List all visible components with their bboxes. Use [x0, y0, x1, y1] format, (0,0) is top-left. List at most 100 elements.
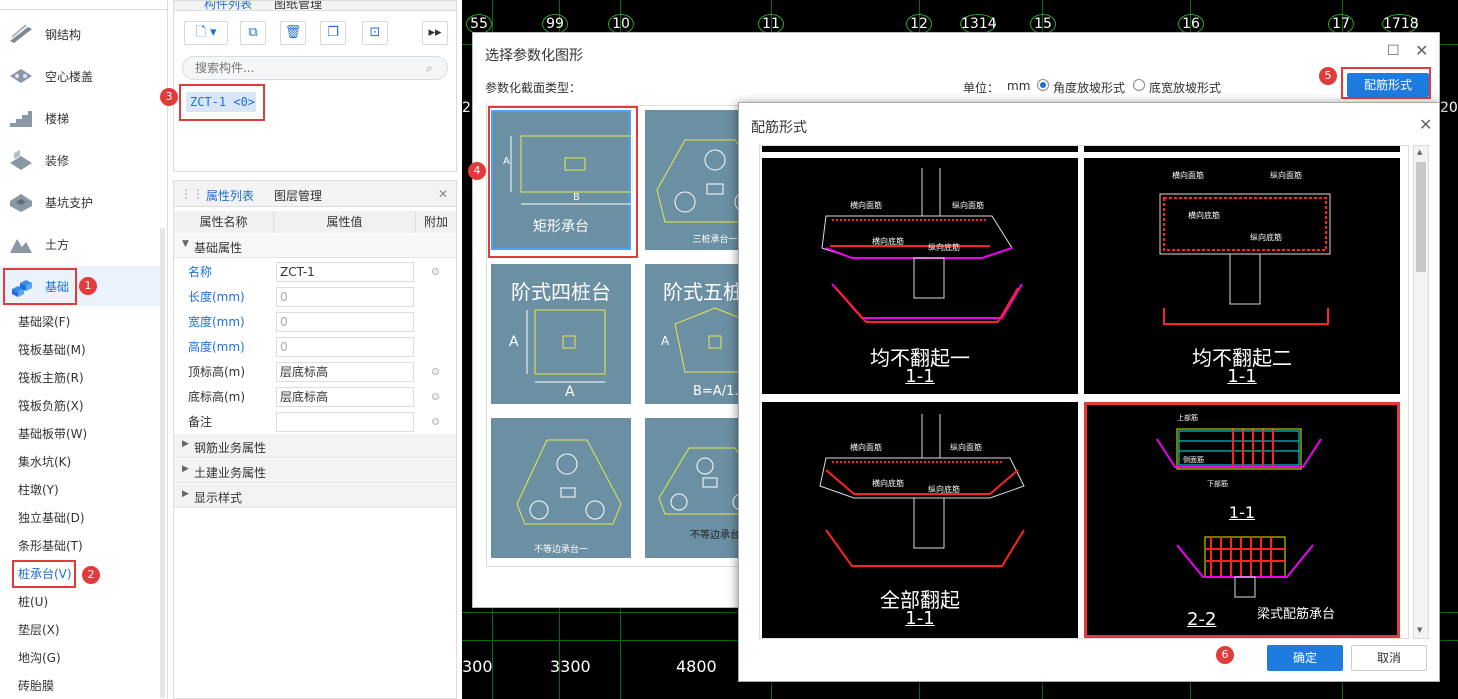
nav-subitem[interactable]: 柱墩(Y)	[18, 483, 59, 497]
tile-label: 阶式四桩台	[511, 280, 611, 304]
expand-arrow-icon: ▶	[182, 439, 189, 449]
rebar-label: 纵向面筋	[1270, 171, 1302, 180]
tile-label: 三桩承台一	[692, 235, 738, 245]
steel-beam-icon	[10, 24, 32, 43]
tab-layer-management[interactable]: 图层管理	[274, 189, 323, 203]
nav-subitem[interactable]: 砖胎膜	[18, 679, 55, 693]
group-civil[interactable]: ▶土建业务属性	[174, 459, 456, 483]
prop-value-input[interactable]: 层底标高	[276, 362, 414, 382]
nav-category-steel[interactable]: 钢结构	[0, 14, 160, 54]
prop-value-input[interactable]: 0	[276, 337, 414, 357]
edge-label: 20	[1440, 100, 1458, 116]
foundation-icon	[12, 280, 32, 297]
nav-subitem[interactable]: 垫层(X)	[18, 623, 60, 637]
nav-category-label: 基坑支护	[45, 195, 94, 210]
vertical-scrollbar[interactable]: ▲ ▼	[1413, 145, 1429, 639]
col-header-extra: 附加	[416, 211, 456, 233]
nav-subitem[interactable]: 条形基础(T)	[18, 539, 83, 553]
group-display[interactable]: ▶显示样式	[174, 484, 456, 508]
nav-subitem-pile-cap[interactable]: 桩承台(V)	[18, 567, 72, 581]
nav-category-pit-support[interactable]: 基坑支护	[0, 182, 160, 222]
radio-bottom-width-slope[interactable]	[1133, 79, 1145, 91]
ok-button[interactable]: 确定	[1267, 645, 1343, 671]
radio-angle-slope-label: 角度放坡形式	[1053, 81, 1126, 95]
group-basic[interactable]: ▼基础属性	[174, 234, 456, 258]
attach-checkbox[interactable]	[432, 368, 439, 375]
close-icon[interactable]: ✕	[1415, 41, 1429, 60]
prop-value-input[interactable]: ZCT-1	[276, 262, 414, 282]
shape-tile-stepped-four-pile[interactable]: 阶式四桩台 A A	[491, 264, 631, 404]
rebar-option-beam-type[interactable]: 上部筋 下部筋 侧面筋 1-1 2-2 梁式配筋承台	[1084, 402, 1400, 638]
nav-subitem[interactable]: 基础梁(F)	[18, 315, 71, 329]
rebar-diagram	[819, 414, 1025, 567]
tile-label: 不等边承台一	[533, 545, 588, 555]
axis-label: 55	[466, 14, 492, 34]
dimension-label: 4800	[676, 657, 717, 676]
search-input[interactable]	[182, 56, 448, 80]
nav-subitem[interactable]: 基础板带(W)	[18, 427, 88, 441]
nav-category-earthwork[interactable]: 土方	[0, 224, 160, 264]
new-component-button[interactable]: 🗋 ▾	[184, 21, 228, 45]
prop-value-input[interactable]: 层底标高	[276, 387, 414, 407]
nav-subitem[interactable]: 集水坑(K)	[18, 455, 72, 469]
tile-label: 不等边承台	[690, 530, 740, 541]
nav-category-stairs[interactable]: 楼梯	[0, 98, 160, 138]
scroll-up-icon[interactable]: ▲	[1417, 148, 1423, 156]
nav-category-label: 装修	[45, 153, 70, 168]
nav-subitem[interactable]: 桩(U)	[18, 595, 49, 609]
rebar-option-none-raised-two[interactable]: 横向面筋 纵向面筋 横向底筋 纵向底筋 均不翻起二 1-1	[1084, 158, 1400, 394]
attach-checkbox[interactable]	[432, 268, 439, 275]
tab-property-list[interactable]: 属性列表	[206, 189, 255, 203]
rebar-form-button[interactable]: 配筋形式	[1347, 73, 1429, 97]
tab-component-list[interactable]: 构件列表	[204, 1, 253, 11]
rebar-label: 横向面筋	[850, 443, 882, 452]
tab-drawing-management[interactable]: 图纸管理	[274, 1, 323, 11]
nav-subitem[interactable]: 独立基础(D)	[18, 511, 85, 525]
shape-tile-rect[interactable]: A B 矩形承台	[491, 110, 633, 250]
nav-subitem[interactable]: 筏板主筋(R)	[18, 371, 84, 385]
rebar-option-none-raised-one[interactable]: 横向面筋 纵向面筋 横向底筋 纵向底筋 均不翻起一 1-1	[762, 158, 1078, 394]
more-icon[interactable]: ▸▸	[422, 21, 448, 45]
cancel-button[interactable]: 取消	[1351, 645, 1427, 671]
radio-angle-slope[interactable]	[1037, 79, 1049, 91]
nav-subitem[interactable]: 筏板基础(M)	[18, 343, 86, 357]
nav-category-hollow-slab[interactable]: 空心楼盖	[0, 56, 160, 96]
property-row: 底标高(m)层底标高	[174, 384, 456, 409]
rebar-option-all-raised[interactable]: 横向面筋 纵向面筋 横向底筋 纵向底筋 全部翻起 1-1	[762, 402, 1078, 638]
group-label: 钢筋业务属性	[194, 441, 267, 455]
nav-subitem[interactable]: 地沟(G)	[18, 651, 61, 665]
copy-icon[interactable]: ⧉	[240, 21, 266, 45]
shape-tile-unequal-one[interactable]: 不等边承台一	[491, 418, 631, 558]
prop-name: 顶标高(m)	[188, 365, 246, 379]
section-type-label: 参数化截面类型：	[485, 81, 582, 95]
duplicate-icon[interactable]: ❐	[320, 21, 346, 45]
rebar-diagram	[821, 168, 1023, 323]
prop-value-input[interactable]: 0	[276, 312, 414, 332]
component-item[interactable]: ZCT-1 <0>	[186, 92, 256, 112]
nav-category-label: 楼梯	[45, 111, 70, 126]
scrollbar-thumb[interactable]	[1416, 162, 1426, 272]
nav-category-foundation[interactable]: 基础	[0, 266, 160, 306]
delete-icon[interactable]: 🗑	[280, 21, 306, 45]
prop-value-input[interactable]: 0	[276, 287, 414, 307]
attach-checkbox[interactable]	[432, 418, 439, 425]
group-rebar[interactable]: ▶ 钢筋业务属性	[174, 434, 456, 458]
nav-subitem[interactable]: 筏板负筋(X)	[18, 399, 84, 413]
rebar-label: 横向底筋	[872, 479, 904, 488]
earthwork-icon	[10, 239, 32, 253]
filter-icon[interactable]: ⊡	[362, 21, 388, 45]
maximize-icon[interactable]: ☐	[1387, 43, 1400, 59]
drag-handle-icon[interactable]: ⋮⋮	[180, 187, 204, 201]
nav-scrollbar[interactable]	[160, 228, 165, 698]
nav-category-label: 基础	[45, 279, 70, 294]
prop-value-input[interactable]	[276, 412, 414, 432]
nav-header	[0, 0, 167, 10]
nav-category-decoration[interactable]: 装修	[0, 140, 160, 180]
attach-checkbox[interactable]	[432, 393, 439, 400]
col-header-value: 属性值	[274, 211, 416, 233]
close-icon[interactable]: ✕	[438, 187, 449, 201]
scroll-down-icon[interactable]: ▼	[1417, 626, 1423, 634]
close-icon[interactable]: ✕	[1419, 115, 1433, 134]
property-row: 长度(mm)0	[174, 284, 456, 309]
